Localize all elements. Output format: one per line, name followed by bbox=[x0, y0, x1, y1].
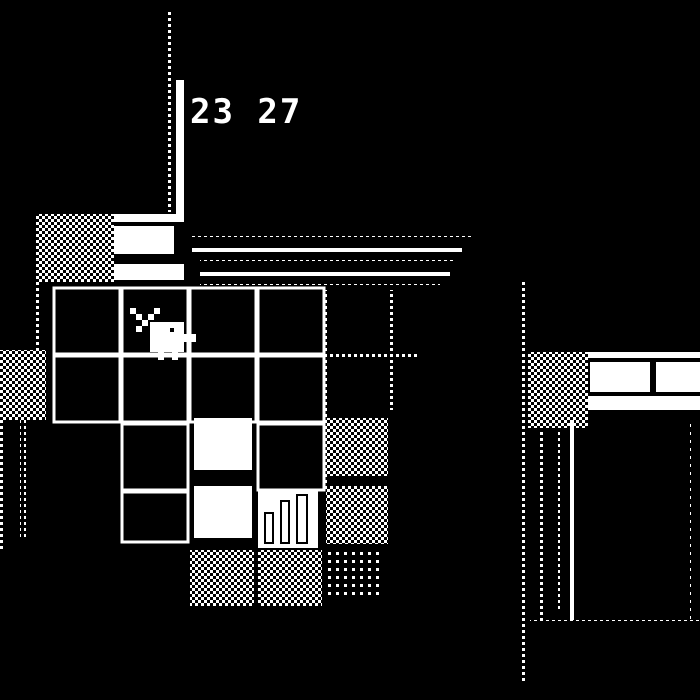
solid-blocks bbox=[194, 418, 252, 538]
stairs-icon bbox=[258, 490, 318, 548]
right-room bbox=[522, 282, 700, 682]
top-wall bbox=[166, 12, 184, 220]
floor-grid-dotted bbox=[324, 290, 420, 490]
hud-counter: 23 27 bbox=[190, 92, 303, 132]
left-wall bbox=[0, 214, 46, 550]
upper-ledge bbox=[36, 214, 472, 288]
dithered-blocks bbox=[190, 418, 388, 606]
duck-sword-icon[interactable] bbox=[130, 308, 196, 360]
